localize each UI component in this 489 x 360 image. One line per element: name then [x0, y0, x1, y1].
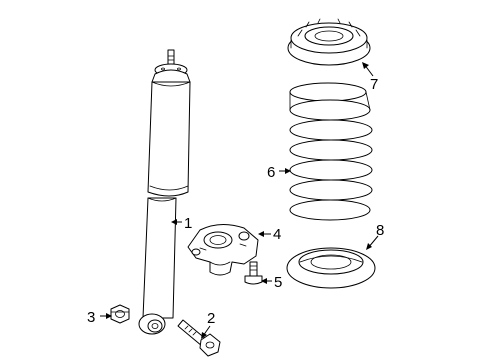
coil-spring — [289, 82, 373, 221]
callout-1: 1 — [184, 215, 192, 232]
callout-5: 5 — [274, 274, 282, 291]
small-bolt — [244, 261, 263, 285]
callout-8: 8 — [376, 222, 384, 239]
shock-absorber — [138, 49, 191, 335]
callout-6: 6 — [267, 164, 275, 181]
callout-7: 7 — [370, 76, 378, 93]
lower-bolt — [177, 319, 221, 357]
callout-3: 3 — [87, 309, 95, 326]
spring-bracket — [187, 224, 259, 276]
spring-isolator — [286, 247, 376, 289]
callout-4: 4 — [273, 226, 281, 243]
leader-lines — [100, 62, 379, 339]
callout-2: 2 — [207, 310, 215, 327]
upper-spring-mount — [287, 18, 371, 66]
lock-nut — [110, 304, 130, 324]
